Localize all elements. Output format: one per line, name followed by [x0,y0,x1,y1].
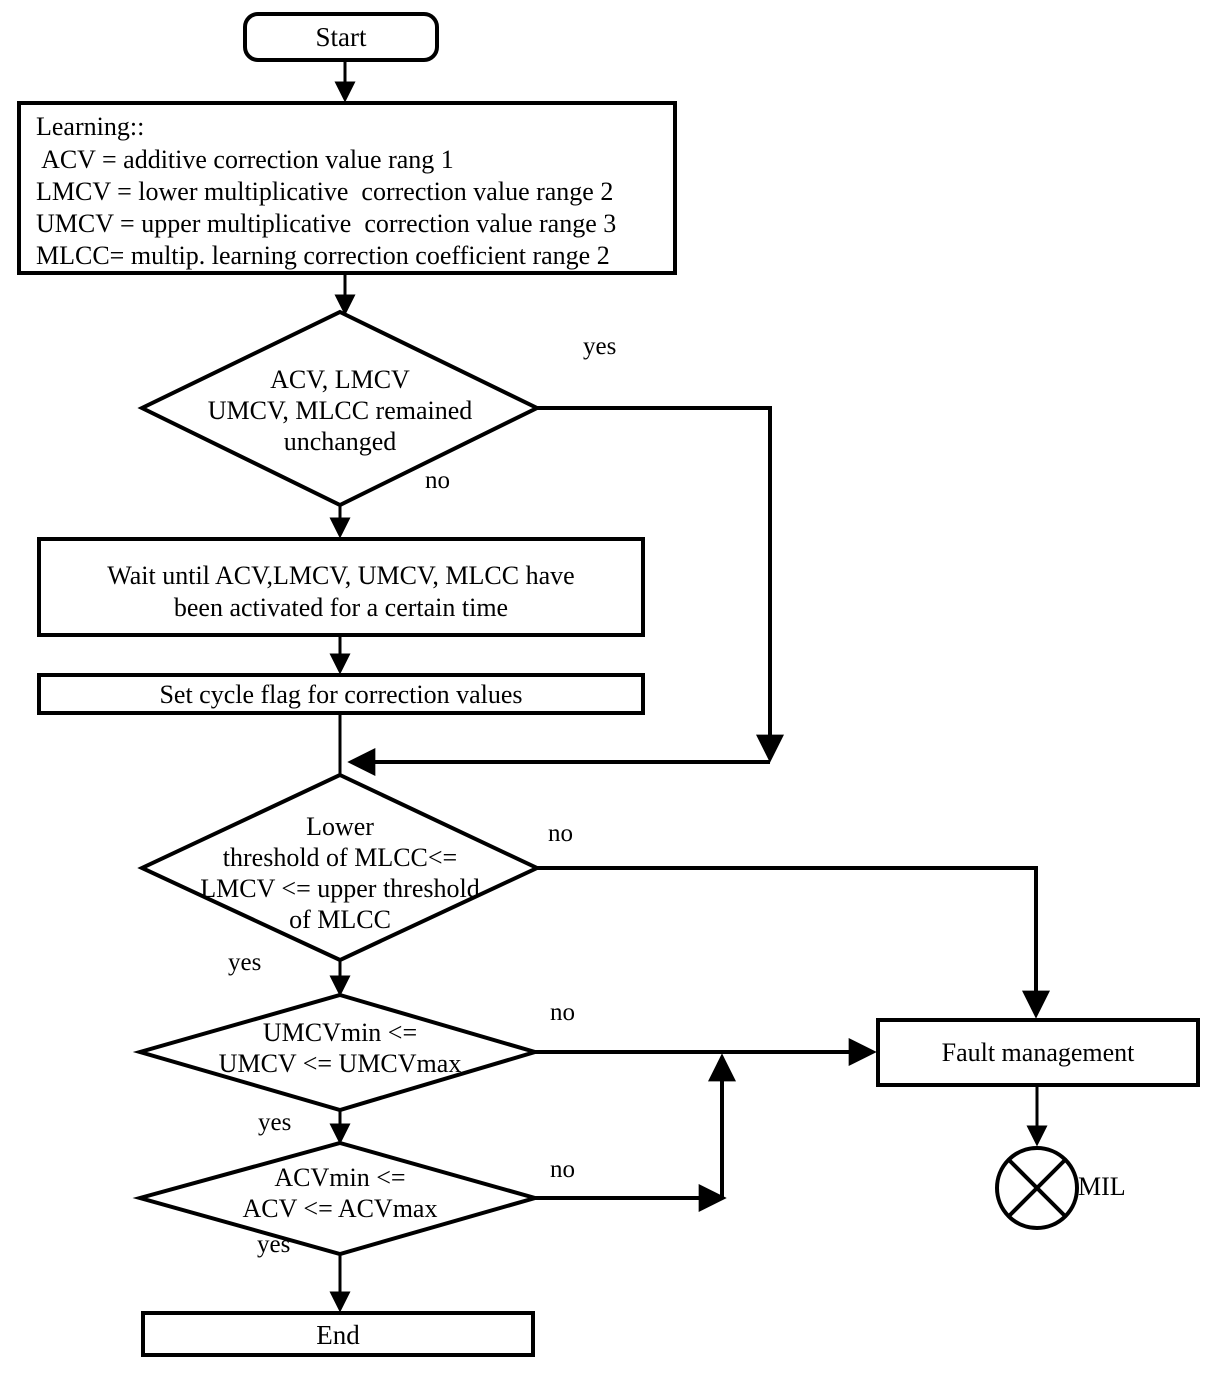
edge-label-umcv-yes: yes [258,1109,292,1136]
edge-label-acv-no: no [550,1156,575,1183]
edge-label-acv-yes: yes [257,1231,291,1258]
start-shape [243,12,439,62]
wait-shape [37,537,645,637]
mil-cross-line-2 [1007,1158,1067,1218]
decision-unchanged-shape [137,309,542,508]
decision-mlcc-shape [137,772,542,963]
decision-umcv-shape [132,992,543,1113]
edge-label-mlcc-no: no [548,820,573,847]
decision-acv-shape [132,1140,543,1257]
edge-label-unchanged-yes: yes [583,333,617,360]
edge-mlcc-no [537,866,1050,1019]
learning-shape [17,101,677,275]
edge-label-umcv-no: no [550,999,575,1026]
set-cycle-flag-shape [37,673,645,715]
edge-unchanged-yes [537,406,784,763]
fault-management-shape [876,1018,1200,1087]
edge-label-unchanged-no: no [425,467,450,494]
edge-label-mlcc-yes: yes [228,949,262,976]
end-shape [141,1311,535,1357]
